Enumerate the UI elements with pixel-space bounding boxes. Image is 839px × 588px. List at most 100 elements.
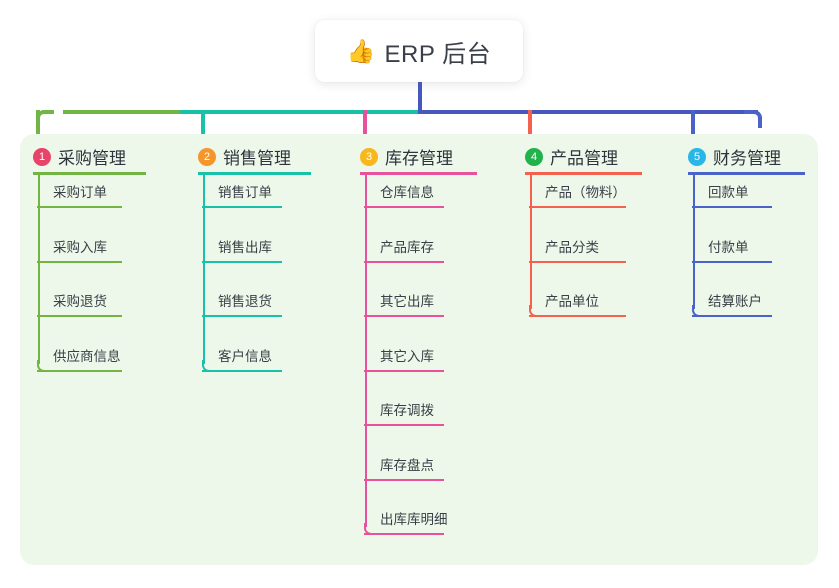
column-header-rule-2 — [198, 172, 311, 175]
column-spine-2 — [203, 175, 205, 364]
column-badge-2: 2 — [198, 147, 216, 166]
menu-item-rule — [37, 260, 122, 263]
menu-item-rule — [364, 533, 444, 535]
menu-item-rule — [202, 315, 282, 317]
menu-item[interactable]: 采购订单 — [37, 176, 142, 208]
menu-item-label: 销售订单 — [218, 185, 272, 200]
menu-item-rule — [692, 206, 772, 208]
bus-elbow-right — [744, 110, 762, 128]
menu-item-label: 产品（物料） — [545, 185, 626, 200]
menu-item-rule — [364, 206, 444, 208]
menu-item-rule — [529, 206, 626, 208]
menu-item-rule — [364, 260, 444, 263]
branch-stub-3 — [363, 110, 367, 140]
menu-item[interactable]: 其它出库 — [364, 285, 464, 317]
column-header-rule-5 — [688, 172, 805, 175]
column-spine-4 — [530, 175, 532, 309]
column-header-4[interactable]: 4 产品管理 — [525, 144, 618, 169]
trunk-connector — [418, 82, 422, 110]
menu-item-rule — [37, 315, 122, 317]
menu-item[interactable]: 产品（物料） — [529, 176, 646, 208]
column-title-4: 产品管理 — [550, 149, 618, 168]
menu-item-corner — [692, 305, 704, 317]
column-badge-3: 3 — [360, 147, 378, 166]
menu-item[interactable]: 产品单位 — [529, 285, 646, 317]
column-header-5[interactable]: 5 财务管理 — [688, 144, 781, 169]
menu-item[interactable]: 库存调拨 — [364, 394, 464, 426]
menu-item[interactable]: 销售订单 — [202, 176, 302, 208]
menu-item-label: 采购退货 — [53, 294, 107, 309]
menu-item[interactable]: 销售退货 — [202, 285, 302, 317]
menu-item[interactable]: 回款单 — [692, 176, 792, 208]
branch-stub-4 — [528, 110, 532, 140]
menu-item-label: 库存盘点 — [380, 457, 434, 473]
column-title-2: 销售管理 — [223, 149, 291, 168]
column-title-5: 财务管理 — [713, 149, 781, 168]
menu-item[interactable]: 采购退货 — [37, 285, 142, 317]
menu-item[interactable]: 客户信息 — [202, 340, 302, 372]
column-badge-4: 4 — [525, 147, 543, 166]
column-title-3: 库存管理 — [385, 149, 453, 168]
column-header-2[interactable]: 2 销售管理 — [198, 144, 291, 169]
menu-item-label: 其它入库 — [380, 348, 434, 364]
menu-item-label: 仓库信息 — [380, 185, 434, 200]
menu-item[interactable]: 仓库信息 — [364, 176, 464, 208]
menu-item[interactable]: 销售出库 — [202, 231, 302, 263]
menu-item[interactable]: 付款单 — [692, 231, 792, 263]
menu-item[interactable]: 供应商信息 — [37, 340, 142, 372]
branch-stub-5 — [691, 110, 695, 140]
menu-item-rule — [364, 424, 444, 426]
menu-item[interactable]: 采购入库 — [37, 231, 142, 263]
thumbs-up-emoji: 👍 — [346, 37, 376, 64]
menu-item-corner — [364, 523, 376, 535]
menu-item-rule — [529, 315, 626, 317]
menu-item-rule — [529, 260, 626, 263]
menu-item-rule — [692, 260, 772, 263]
menu-item-rule — [202, 260, 282, 263]
menu-item[interactable]: 产品分类 — [529, 231, 646, 263]
column-spine-5 — [693, 175, 695, 309]
menu-item[interactable]: 出库库明细 — [364, 503, 464, 535]
branch-stub-2 — [201, 110, 205, 140]
bus-elbow-left — [36, 110, 54, 128]
column-header-rule-1 — [33, 172, 146, 175]
column-header-rule-3 — [360, 172, 477, 175]
menu-item-label: 销售出库 — [218, 239, 272, 255]
menu-item-label: 采购订单 — [53, 185, 107, 200]
menu-item-label: 销售退货 — [218, 294, 272, 309]
menu-item-label: 产品库存 — [380, 239, 434, 255]
column-header-rule-4 — [525, 172, 642, 175]
connector-bus — [0, 0, 839, 140]
column-spine-1 — [38, 175, 40, 364]
menu-item-label: 采购入库 — [53, 239, 107, 255]
menu-item-label: 客户信息 — [218, 348, 272, 364]
menu-item-rule — [364, 315, 444, 317]
menu-item-corner — [529, 305, 541, 317]
menu-item-rule — [364, 369, 444, 372]
menu-item[interactable]: 其它入库 — [364, 340, 464, 372]
menu-item-label: 结算账户 — [708, 294, 762, 309]
column-badge-5: 5 — [688, 147, 706, 166]
menu-item-corner — [202, 359, 214, 372]
menu-item-rule — [692, 315, 772, 317]
segment-blue — [418, 110, 758, 114]
menu-item-label: 其它出库 — [380, 294, 434, 309]
menu-item[interactable]: 产品库存 — [364, 231, 464, 263]
column-badge-1: 1 — [33, 147, 51, 166]
segment-green — [63, 110, 182, 114]
column-header-1[interactable]: 1 采购管理 — [33, 144, 126, 169]
column-spine-3 — [365, 175, 367, 527]
menu-item-label: 付款单 — [708, 239, 749, 255]
menu-item-rule — [37, 206, 122, 208]
menu-item-label: 库存调拨 — [380, 403, 434, 418]
menu-item-label: 供应商信息 — [53, 348, 121, 364]
root-node-card[interactable]: 👍 ERP 后台 — [315, 20, 523, 82]
column-header-3[interactable]: 3 库存管理 — [360, 144, 453, 169]
menu-item-corner — [37, 359, 49, 372]
column-title-1: 采购管理 — [58, 149, 126, 168]
menu-item[interactable]: 库存盘点 — [364, 449, 464, 481]
menu-item-label: 回款单 — [708, 185, 749, 200]
menu-item[interactable]: 结算账户 — [692, 285, 792, 317]
menu-item-rule — [202, 369, 282, 372]
